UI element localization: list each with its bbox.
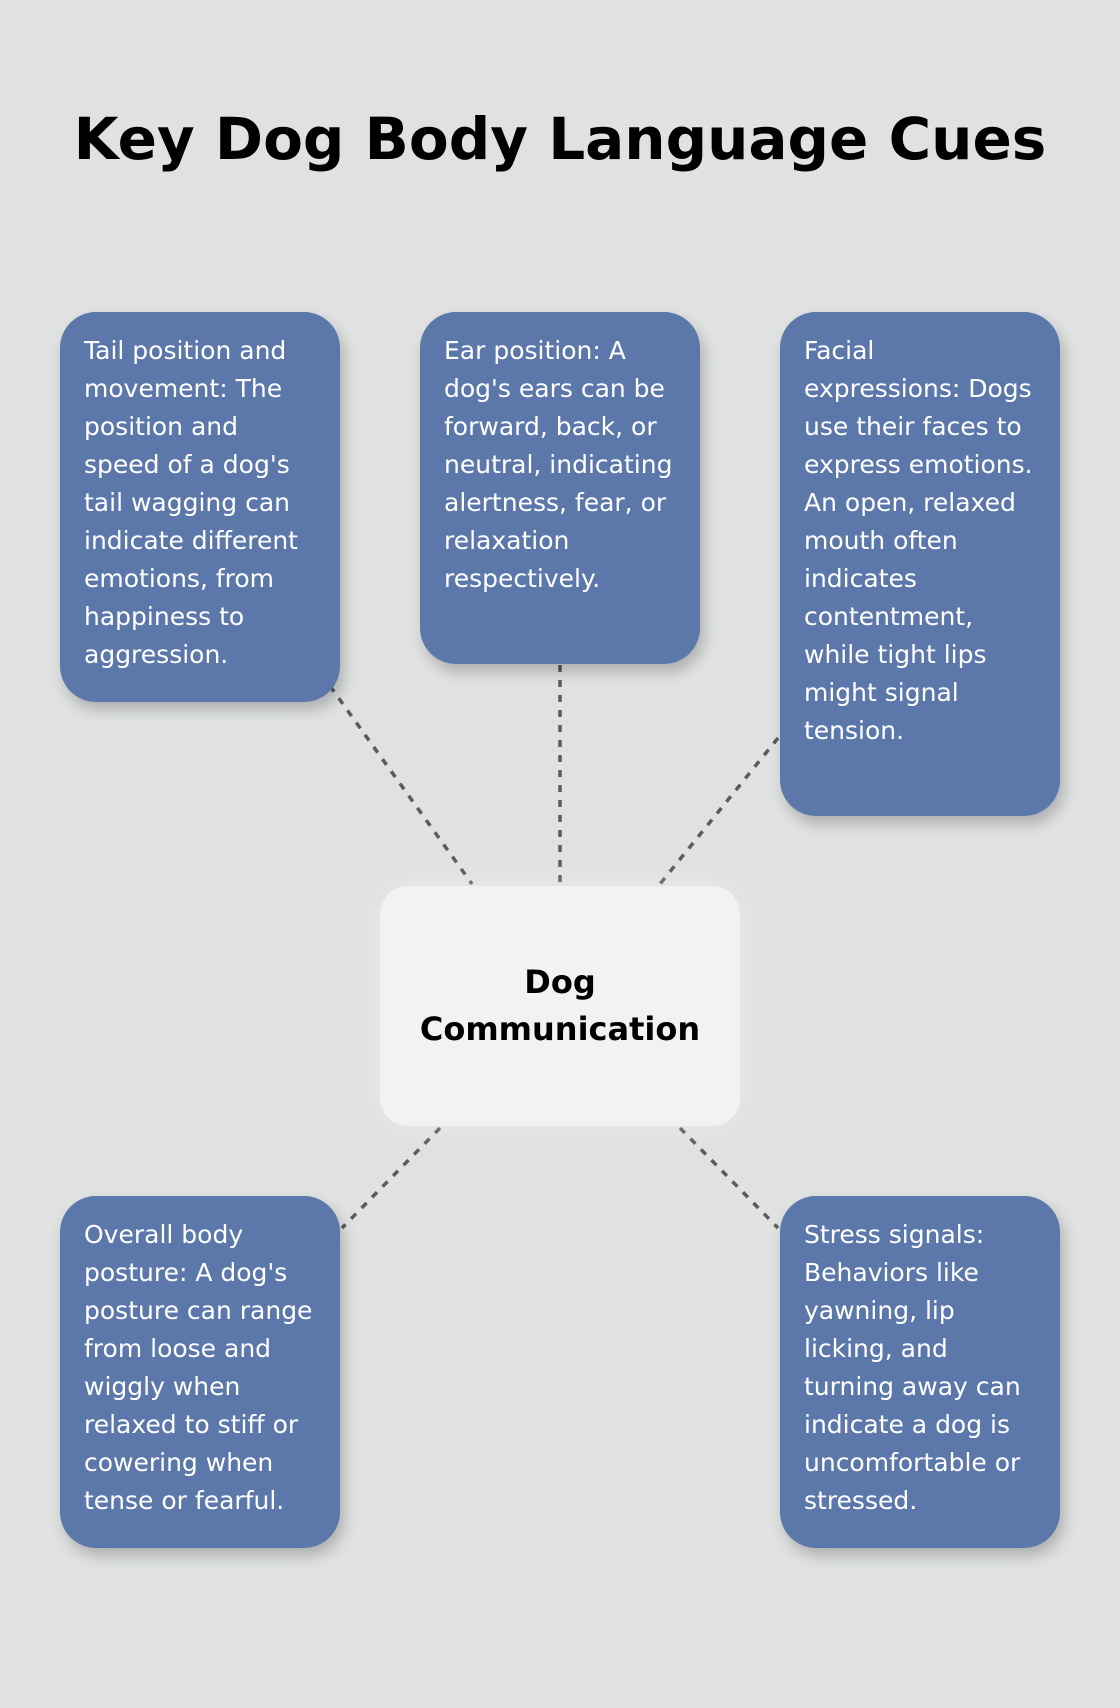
center-node: Dog Communication [380, 886, 740, 1126]
cue-text-posture: Overall body posture: A dog's posture ca… [84, 1220, 313, 1515]
page-title: Key Dog Body Language Cues [73, 105, 1047, 173]
cue-card-face: Facial expressions: Dogs use their faces… [780, 312, 1060, 816]
center-label: Dog Communication [419, 963, 701, 1048]
connector-face [658, 736, 780, 886]
cue-text-face: Facial expressions: Dogs use their faces… [804, 336, 1033, 745]
cue-text-ear: Ear position: A dog's ears can be forwar… [444, 336, 673, 593]
connector-stress [678, 1126, 780, 1230]
cue-card-tail: Tail position and movement: The position… [60, 312, 340, 702]
cue-card-stress: Stress signals: Behaviors like yawning, … [780, 1196, 1060, 1548]
connector-posture [340, 1126, 442, 1230]
cue-text-tail: Tail position and movement: The position… [84, 336, 298, 669]
cue-card-posture: Overall body posture: A dog's posture ca… [60, 1196, 340, 1548]
connector-tail [328, 684, 474, 886]
cue-card-ear: Ear position: A dog's ears can be forwar… [420, 312, 700, 664]
cue-text-stress: Stress signals: Behaviors like yawning, … [804, 1220, 1021, 1515]
